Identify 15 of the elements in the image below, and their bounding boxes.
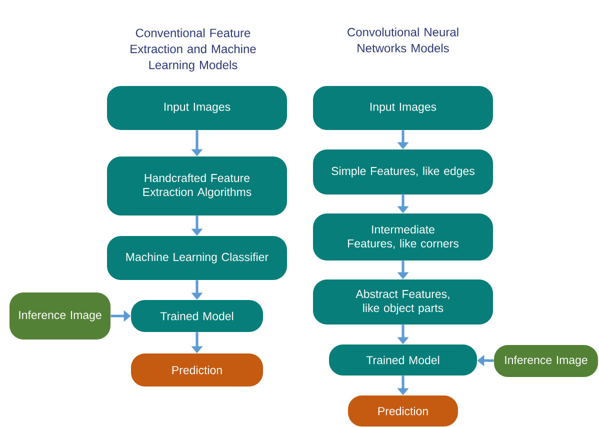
- process-box: Abstract Features, like object parts: [313, 280, 493, 324]
- heading: Convolutional Neural Networks Models: [348, 28, 458, 52]
- output-box: Prediction: [131, 354, 263, 386]
- process-box: Intermediate Features, like corners: [313, 214, 493, 260]
- process-box: Handcrafted Feature Extraction Algorithms: [107, 156, 287, 216]
- output-box: Prediction: [348, 396, 458, 426]
- process-box: Simple Features, like edges: [313, 150, 493, 194]
- process-box: Trained Model: [131, 300, 263, 332]
- input-box: Inference Image: [494, 345, 598, 377]
- process-box: Input Images: [107, 86, 287, 130]
- process-box: Input Images: [313, 86, 493, 130]
- input-box: Inference Image: [10, 292, 110, 340]
- process-box: Trained Model: [329, 344, 477, 376]
- heading: Conventional Feature Extraction and Machine Learning Models: [130, 28, 256, 72]
- process-box: Machine Learning Classifier: [107, 236, 287, 280]
